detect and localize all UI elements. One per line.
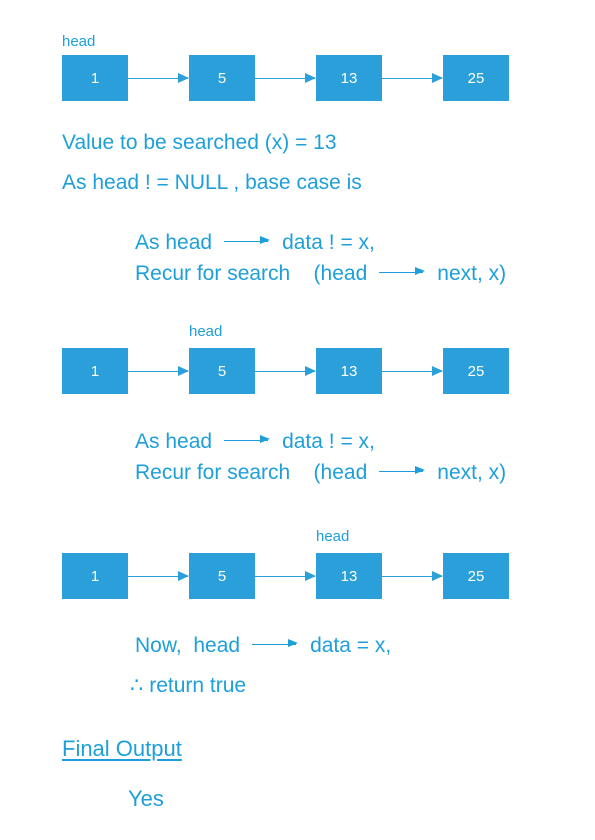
list-node: 1: [62, 553, 128, 599]
step3-line1: Now, head data = x,: [135, 634, 391, 658]
list-node: 1: [62, 348, 128, 394]
step2-line2-a: Recur for search (head: [135, 461, 368, 484]
base-case-text: As head ! = NULL , base case is: [62, 171, 362, 194]
next-arrow: [255, 571, 316, 581]
step2-line1: As head data ! = x,: [135, 430, 375, 454]
step2-line2-b: next, x): [437, 461, 507, 484]
list-node: 25: [443, 55, 509, 101]
head-label: head: [189, 323, 223, 340]
next-arrow: [382, 366, 443, 376]
list-node: 25: [443, 348, 509, 394]
next-arrow: [128, 73, 189, 83]
step2-line1-b: data ! = x,: [282, 430, 375, 453]
linked-list-3: head 1 5 13 25: [0, 525, 595, 605]
list-node: 13: [316, 55, 382, 101]
step3-line1-b: data = x,: [310, 634, 392, 657]
list-node: 5: [189, 55, 255, 101]
step1-line1: As head data ! = x,: [135, 231, 375, 255]
step1-line1-b: data ! = x,: [282, 231, 375, 254]
list-node: 13: [316, 553, 382, 599]
search-value-text: Value to be searched (x) = 13: [62, 131, 337, 154]
linked-list-1: head 1 5 13 25: [0, 0, 595, 110]
step1-line2: Recur for search (head next, x): [135, 262, 506, 286]
step1-line1-a: As head: [135, 231, 213, 254]
head-label: head: [62, 33, 96, 50]
next-arrow: [255, 73, 316, 83]
list-node: 1: [62, 55, 128, 101]
step3-line1-a: Now, head: [135, 634, 241, 657]
list-node: 25: [443, 553, 509, 599]
arrow-icon: [252, 639, 299, 648]
step3-line2: ∴ return true: [130, 674, 247, 697]
list-node: 5: [189, 348, 255, 394]
step2-line1-a: As head: [135, 430, 213, 453]
linked-list-2: head 1 5 13 25: [0, 320, 595, 400]
step1-line2-a: Recur for search (head: [135, 262, 368, 285]
next-arrow: [382, 571, 443, 581]
step2-line2: Recur for search (head next, x): [135, 461, 506, 485]
head-label: head: [316, 528, 350, 545]
next-arrow: [128, 571, 189, 581]
arrow-icon: [224, 236, 271, 245]
step1-line2-b: next, x): [437, 262, 507, 285]
next-arrow: [128, 366, 189, 376]
final-output-title: Final Output: [62, 736, 182, 761]
next-arrow: [382, 73, 443, 83]
arrow-icon: [379, 267, 426, 276]
list-node: 5: [189, 553, 255, 599]
arrow-icon: [379, 466, 426, 475]
arrow-icon: [224, 435, 271, 444]
final-output-result: Yes: [128, 786, 164, 811]
list-node: 13: [316, 348, 382, 394]
next-arrow: [255, 366, 316, 376]
